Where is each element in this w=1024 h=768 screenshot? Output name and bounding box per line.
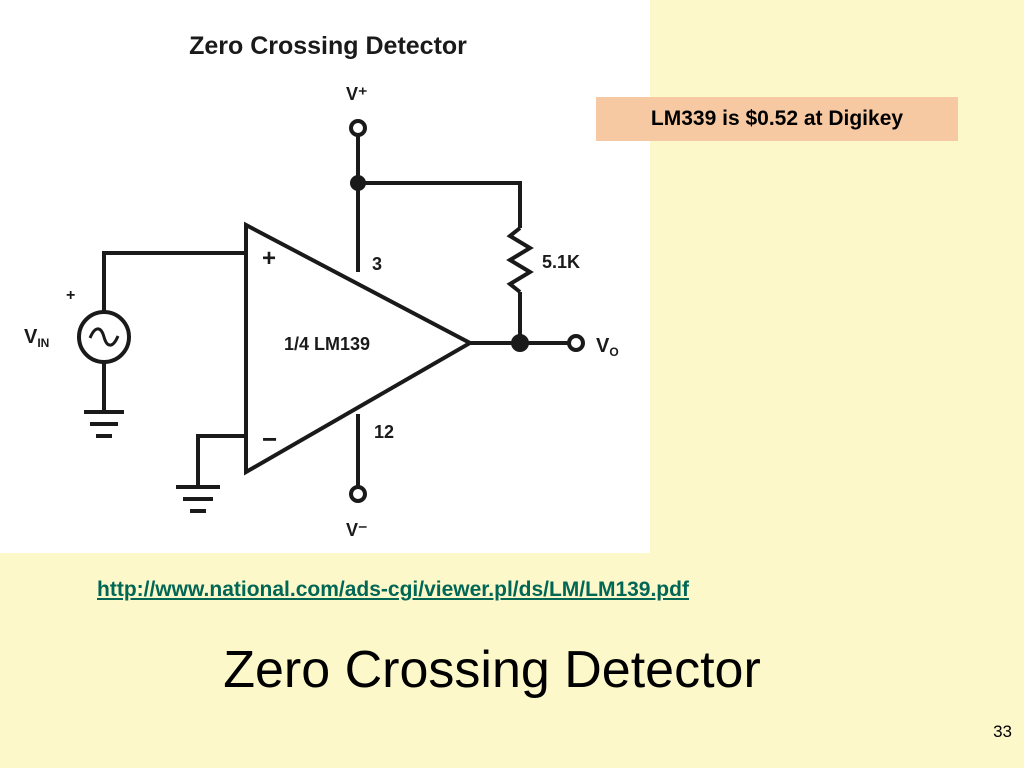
v-minus-terminal: [349, 485, 367, 503]
datasheet-link[interactable]: http://www.national.com/ads-cgi/viewer.p…: [97, 578, 689, 601]
vin-label: VIN: [24, 326, 49, 350]
v-plus-label: V⁺: [346, 84, 368, 104]
junction-dot-output: [511, 334, 529, 352]
resistor-symbol: [506, 226, 534, 294]
figure-title: Zero Crossing Detector: [189, 32, 467, 60]
schematic-figure: Zero Crossing Detector V⁺ 5.1K + − 1/4 L…: [0, 0, 650, 553]
pin-12-label: 12: [374, 422, 394, 442]
schematic-diagram: Zero Crossing Detector V⁺ 5.1K + − 1/4 L…: [24, 32, 619, 540]
vout-label: VO: [596, 335, 619, 359]
plus-input-sign: +: [262, 245, 276, 272]
price-note-box: LM339 is $0.52 at Digikey: [596, 97, 958, 141]
resistor-label: 5.1K: [542, 252, 580, 272]
v-minus-label: V⁻: [346, 520, 368, 540]
slide-title: Zero Crossing Detector: [223, 641, 761, 699]
page-number: 33: [993, 722, 1012, 741]
pin-3-label: 3: [372, 254, 382, 274]
v-plus-terminal: [349, 119, 367, 137]
minus-input-sign: −: [262, 424, 277, 454]
output-terminal: [567, 334, 585, 352]
price-note-text: LM339 is $0.52 at Digikey: [650, 107, 904, 130]
input-wire: [102, 251, 246, 312]
source-plus-sign: +: [66, 287, 75, 304]
chip-label: 1/4 LM139: [284, 334, 370, 354]
comparator-triangle: [244, 221, 475, 476]
pullup-wire: [358, 181, 522, 228]
sine-wave-icon: [88, 327, 120, 347]
ground-icon: [176, 485, 220, 513]
inverting-ground-wire: [196, 434, 246, 487]
ground-icon: [84, 410, 124, 438]
